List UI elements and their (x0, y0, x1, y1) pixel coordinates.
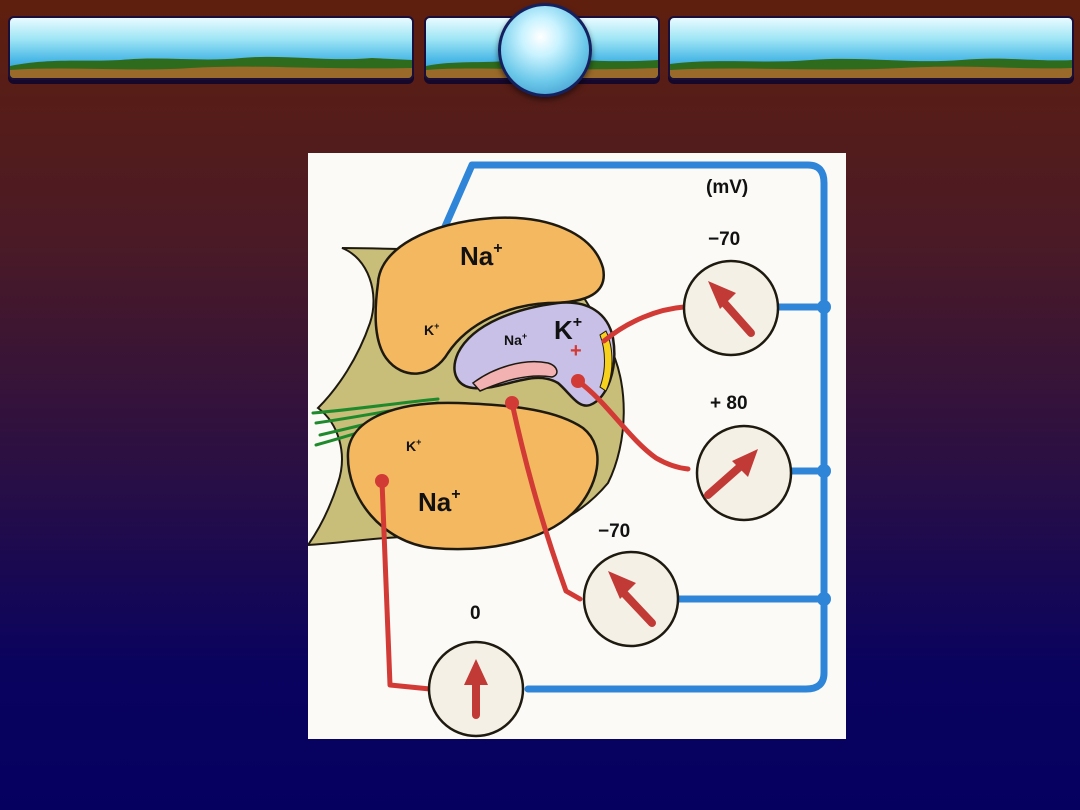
meter-reading-middle: −70 (598, 521, 630, 542)
label-upper-na: Na (460, 241, 494, 271)
red-wires (379, 304, 691, 692)
svg-text:Na+: Na+ (504, 331, 527, 348)
meter-reading-top: −70 (708, 229, 740, 250)
label-lower-k: K (406, 438, 416, 454)
cochlea-potential-diagram: Na+ K+ Na+ K+ + K+ Na+ (mV) −70 + 80 −70… (308, 153, 846, 739)
label-lower-na: Na (418, 487, 452, 517)
meter-reading-upper-right: + 80 (710, 393, 748, 414)
meter-reading-bottom: 0 (470, 603, 481, 624)
label-inner-k: K (554, 315, 573, 345)
membrane (471, 360, 558, 392)
meter-bottom (427, 640, 525, 738)
meter-upper-right (695, 424, 793, 522)
globe-icon (498, 3, 592, 97)
svg-text:Na+: Na+ (460, 240, 503, 271)
svg-text:Na+: Na+ (418, 486, 461, 517)
header-banner-right (668, 16, 1074, 80)
label-inner-na: Na (504, 332, 522, 348)
meter-top (682, 259, 780, 357)
meter-middle (582, 550, 680, 648)
stria (599, 330, 613, 392)
svg-text:K+: K+ (406, 437, 421, 454)
header-banner-left (8, 16, 414, 80)
svg-text:K+: K+ (554, 314, 582, 345)
svg-text:K+: K+ (424, 321, 439, 338)
label-inner-plus: + (570, 340, 582, 362)
lower-compartment (346, 401, 599, 551)
label-upper-k: K (424, 322, 434, 338)
unit-label: (mV) (706, 177, 748, 198)
